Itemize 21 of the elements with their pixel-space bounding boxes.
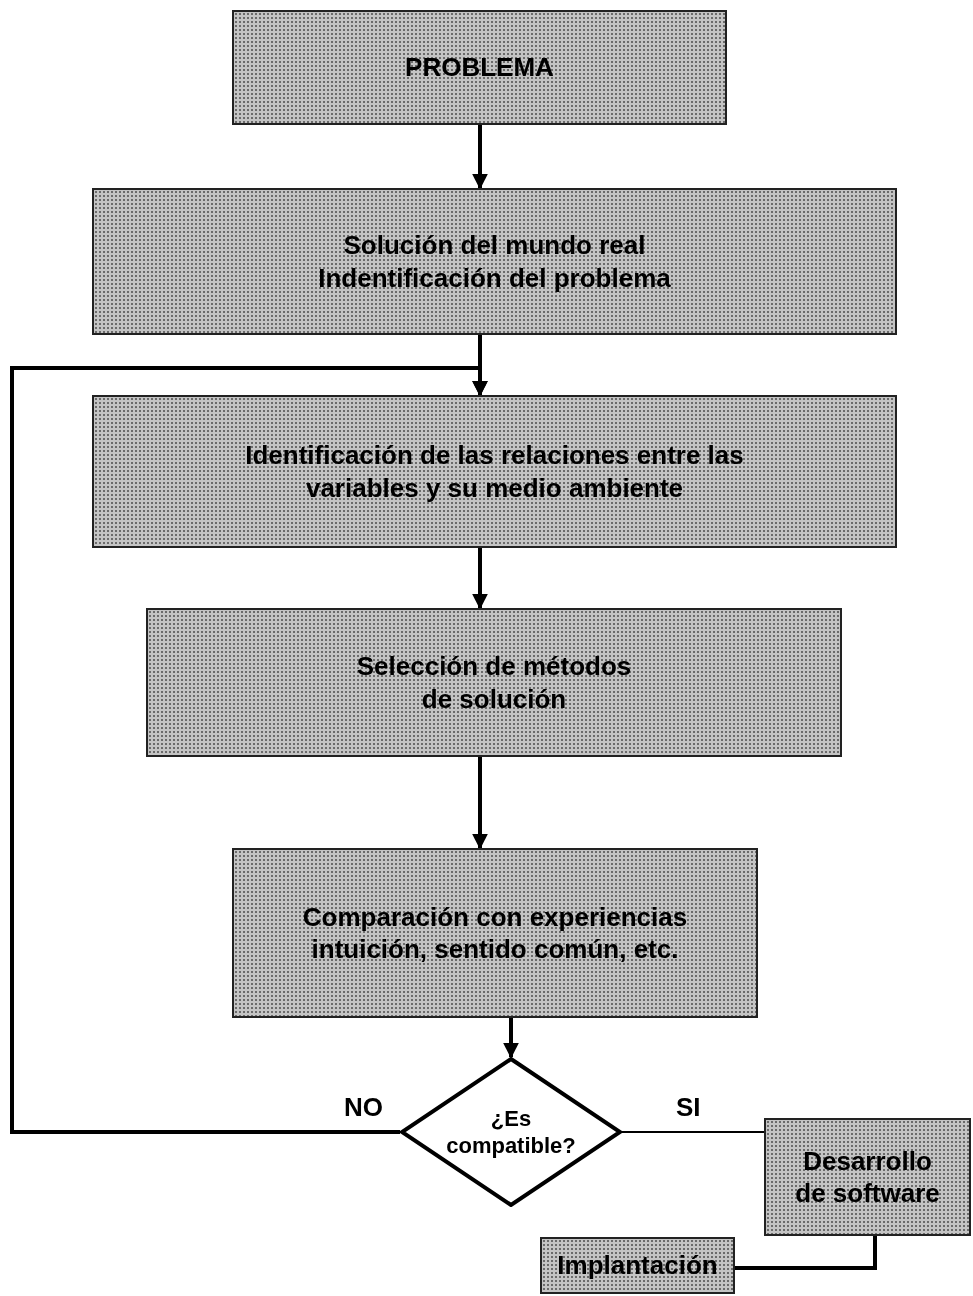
process-box (540, 1237, 735, 1294)
box-text: Identificación de las relaciones entre las variables y su medio ambiente (244, 439, 745, 504)
box-text: Selección de métodos de solución (355, 650, 633, 715)
box-text: Implantación (557, 1249, 718, 1282)
box-text: Comparación con experiencias intuición, sentido común, etc. (301, 900, 689, 966)
arrow (472, 757, 488, 850)
arrow (503, 1018, 519, 1059)
process-box (764, 1118, 971, 1236)
arrow (472, 125, 488, 190)
process-box (146, 608, 842, 757)
decision-text: ¿Es compatible? (445, 1104, 577, 1160)
arrow (10, 366, 488, 1134)
arrow (472, 548, 488, 610)
process-box (232, 848, 758, 1018)
box-text: Solución del mundo real (343, 229, 646, 262)
process-box (92, 188, 897, 335)
process-box (92, 395, 897, 548)
process-box (232, 10, 727, 125)
box-text: Desarrollo de software (794, 1144, 941, 1210)
box-text: Indentificación del problema (318, 261, 671, 294)
box-text: PROBLEMA (405, 51, 554, 84)
